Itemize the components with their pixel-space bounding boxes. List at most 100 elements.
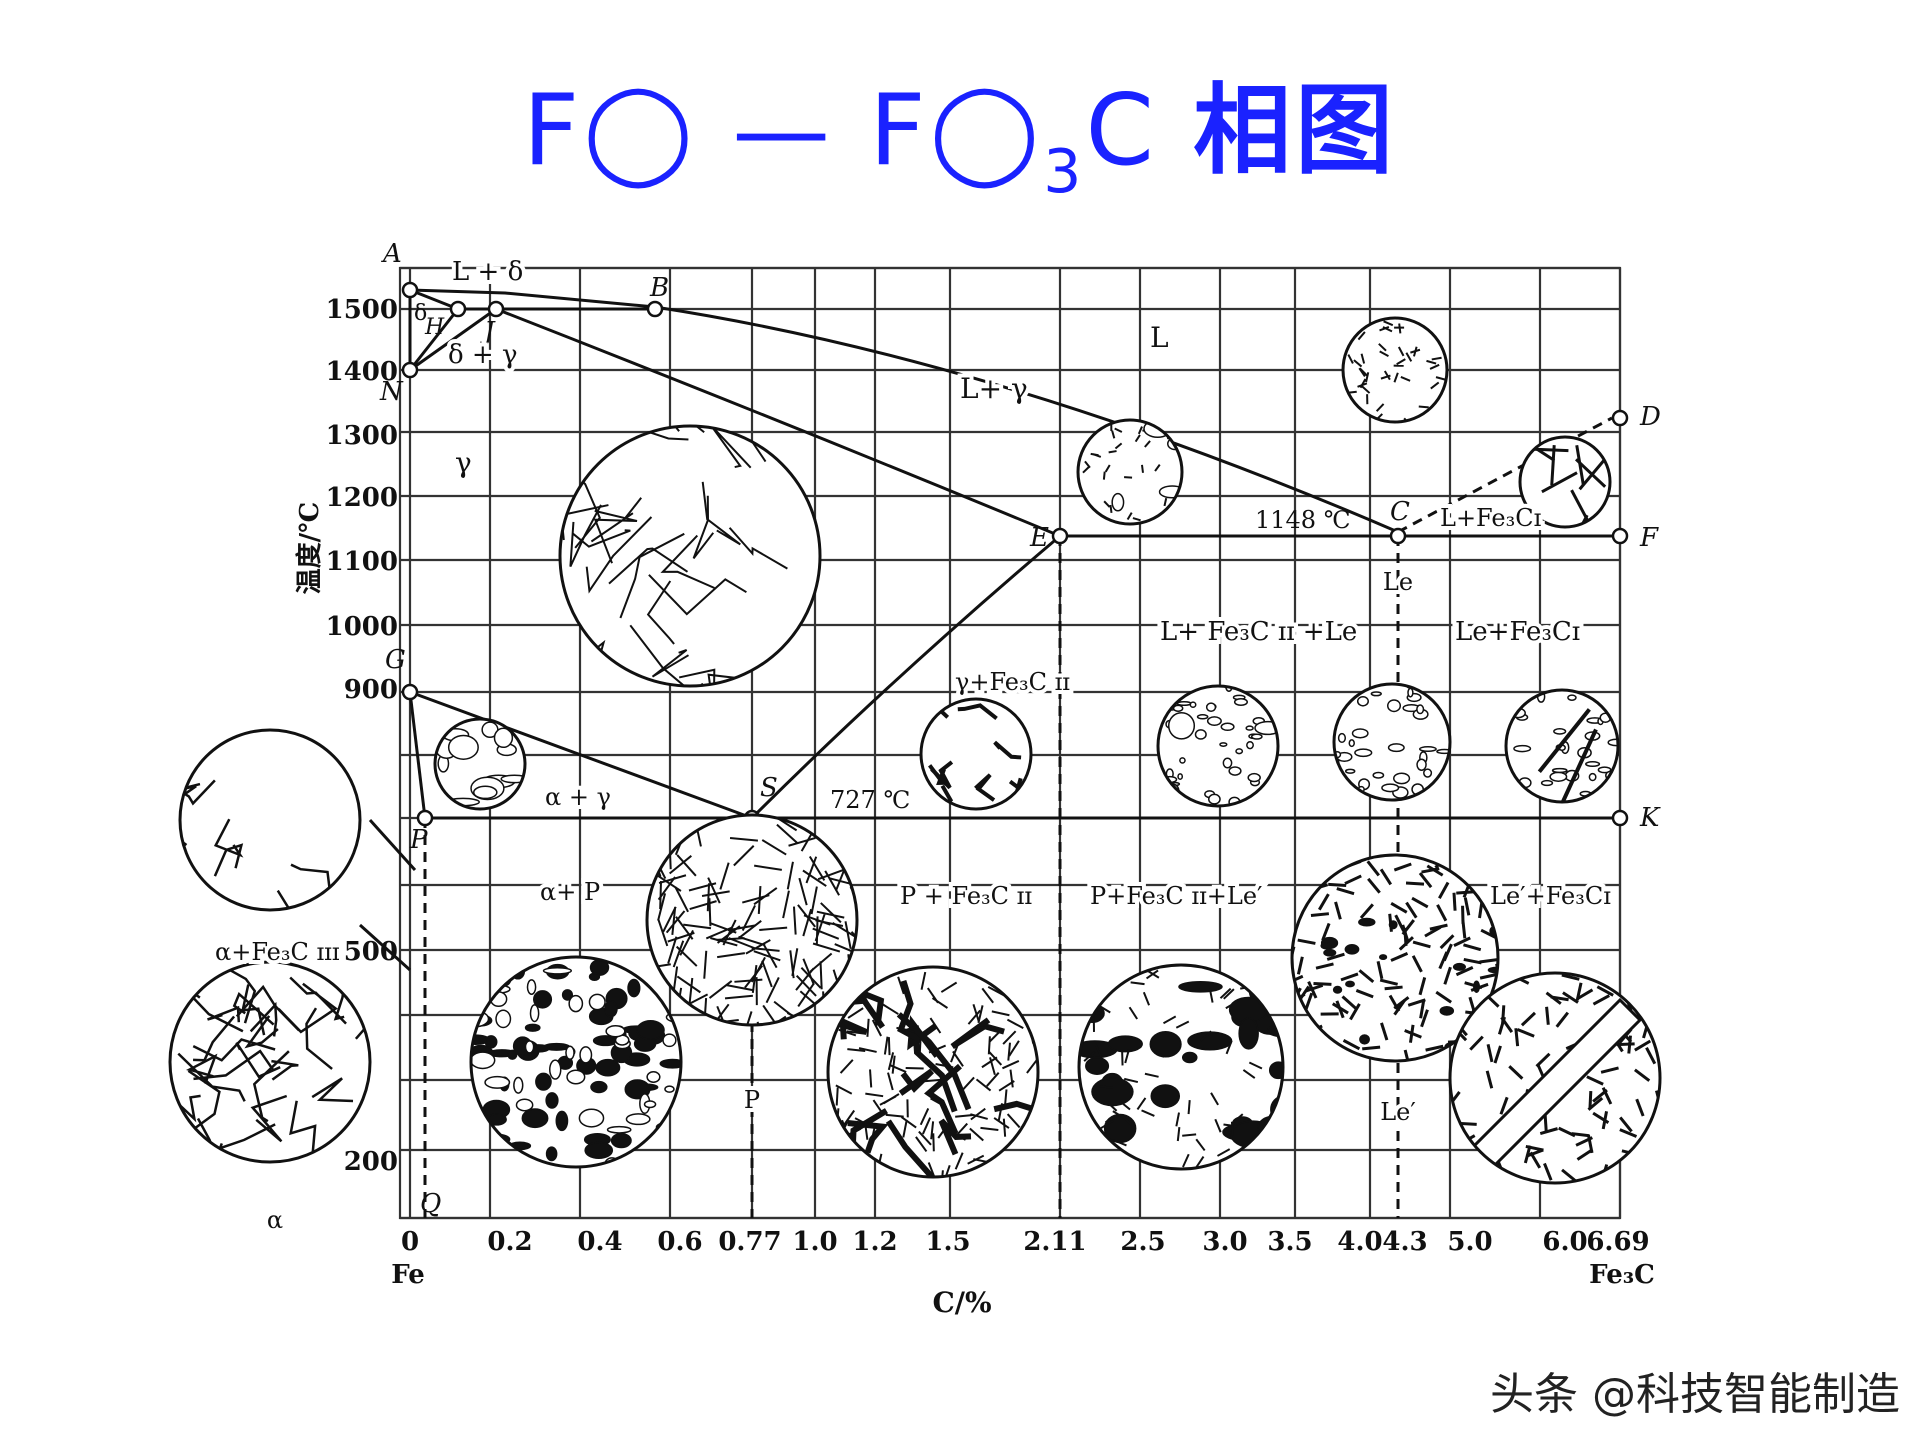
- micro-Le-hyper: [1504, 688, 1620, 804]
- phase-boundaries: [358, 288, 1620, 1218]
- micro-Le: [1332, 682, 1452, 802]
- label-Le: Le: [1383, 568, 1413, 596]
- y-tick-label: 200: [344, 1147, 398, 1177]
- micro-alpha-gamma: [433, 717, 527, 811]
- label-L: L: [1150, 321, 1169, 354]
- point-marker: [1611, 809, 1629, 827]
- label-Le2: Le′: [1380, 1098, 1416, 1126]
- point-B: B: [649, 273, 669, 303]
- alpha-line: [358, 923, 412, 972]
- point-E: E: [1029, 523, 1049, 553]
- microstructure-images: [168, 316, 1662, 1185]
- y-tick-label: 1400: [326, 357, 398, 387]
- point-marker: [401, 361, 419, 379]
- label-alpha-gamma: α + γ: [545, 783, 611, 811]
- micro-alpha-P: [469, 955, 683, 1169]
- x-axis-label: C/%: [932, 1286, 991, 1319]
- point-G: G: [385, 645, 406, 675]
- y-tick-label: 1300: [326, 421, 398, 451]
- micro-austenite: [558, 424, 822, 688]
- x-tick-label: 0: [401, 1227, 419, 1257]
- x-tick-label: 2.11: [1023, 1227, 1086, 1257]
- x-tick-label: 6.69: [1586, 1227, 1649, 1257]
- label-delta-gamma: δ + γ: [448, 340, 518, 370]
- x-tick-label: 0.4: [577, 1227, 622, 1257]
- solidus-JE: [495, 307, 1061, 538]
- eutectoid-temperature: 727 ℃: [830, 786, 910, 814]
- x-tick-label: 3.5: [1267, 1227, 1312, 1257]
- line-NH: [408, 308, 460, 371]
- point-marker: [1611, 409, 1629, 427]
- x-endpoint-fe3c: Fe₃C: [1589, 1260, 1655, 1290]
- title-cjk: 相图: [1193, 74, 1398, 188]
- title-part1: F◯ — F◯: [522, 74, 1044, 188]
- label-delta: δ: [414, 301, 427, 326]
- label-L-Fe3CII-Le: L+ Fe₃C ɪɪ +Le: [1160, 617, 1357, 647]
- y-axis-label: 温度/℃: [294, 502, 325, 595]
- label-alpha: α: [267, 1206, 283, 1234]
- point-J: J: [479, 317, 496, 347]
- point-marker: [449, 300, 467, 318]
- micro-pearlite: [645, 813, 859, 1027]
- micro-liquid: [1341, 316, 1449, 424]
- point-marker: [487, 300, 505, 318]
- y-tick-label: 1000: [326, 612, 398, 642]
- x-tick-label: 6.0: [1542, 1227, 1587, 1257]
- label-gamma-Fe3CII: γ+Fe₃C ɪɪ: [955, 668, 1070, 696]
- page-title: F◯ — F◯3C 相图: [0, 82, 1920, 202]
- point-N: N: [379, 377, 404, 407]
- micro-P-Fe3CII-Le2: [1077, 963, 1285, 1171]
- point-P: P: [409, 825, 428, 855]
- label-Le2-Fe3CI: Le′+Fe₃Cɪ: [1490, 882, 1611, 910]
- point-F: F: [1639, 523, 1659, 553]
- label-L-gamma: L+ γ: [960, 372, 1028, 405]
- line-NJ: [409, 307, 497, 372]
- x-tick-label: 4.3: [1382, 1227, 1427, 1257]
- acm-ES: [750, 534, 1061, 820]
- micro-Le-hypo: [1156, 684, 1280, 808]
- x-tick-label: 4.0: [1337, 1227, 1382, 1257]
- y-tick-label: 500: [344, 937, 398, 967]
- point-marker: [401, 281, 419, 299]
- micro-alpha-Fe3CIII: [178, 728, 362, 912]
- x-tick-label: 5.0: [1447, 1227, 1492, 1257]
- x-endpoint-fe: Fe: [391, 1260, 425, 1290]
- x-tick-label: 1.2: [852, 1227, 897, 1257]
- alpha-line2: [368, 818, 417, 872]
- point-H: H: [424, 315, 445, 340]
- y-tick-label: 900: [344, 675, 398, 705]
- point-marker: [1051, 527, 1069, 545]
- point-marker: [416, 809, 434, 827]
- x-tick-label: 3.0: [1202, 1227, 1247, 1257]
- label-P-Fe3CII: P + Fe₃C ɪɪ: [900, 882, 1032, 910]
- micro-L-gamma: [1076, 418, 1184, 526]
- micro-Le2-Fe3CI: [1448, 971, 1662, 1185]
- x-tick-label: 1.5: [925, 1227, 970, 1257]
- line-GP: [408, 691, 427, 819]
- x-tick-label: 0.6: [657, 1227, 702, 1257]
- liquidus-ABC: [409, 288, 1399, 534]
- liquidus-CD: [1397, 416, 1613, 534]
- label-alpha-Fe3CIII: α+Fe₃C ɪɪɪ: [215, 938, 340, 966]
- y-tick-label: 1500: [326, 295, 398, 325]
- y-tick-label: 1100: [326, 547, 398, 577]
- micro-L-Fe3CI: [1518, 435, 1612, 529]
- x-tick-label: 1.0: [792, 1227, 837, 1257]
- watermark: 头条 @科技智能制造: [1490, 1369, 1900, 1420]
- title-subscript: 3: [1043, 137, 1086, 207]
- label-L-Fe3CI: L+Fe₃Cɪ: [1440, 504, 1542, 532]
- point-marker: [1389, 527, 1407, 545]
- y-tick-label: 1200: [326, 483, 398, 513]
- point-marker: [646, 300, 664, 318]
- label-alpha-P: α+ P: [540, 878, 600, 906]
- micro-alpha: [168, 960, 372, 1164]
- point-Q: Q: [420, 1189, 441, 1219]
- point-S: S: [760, 773, 778, 803]
- micro-gamma-Fe3CII: [919, 697, 1033, 811]
- eutectic-temperature: 1148 ℃: [1255, 506, 1351, 534]
- label-gamma: γ: [455, 446, 472, 479]
- solidus-AH: [409, 288, 459, 311]
- title-part2: C: [1085, 74, 1158, 188]
